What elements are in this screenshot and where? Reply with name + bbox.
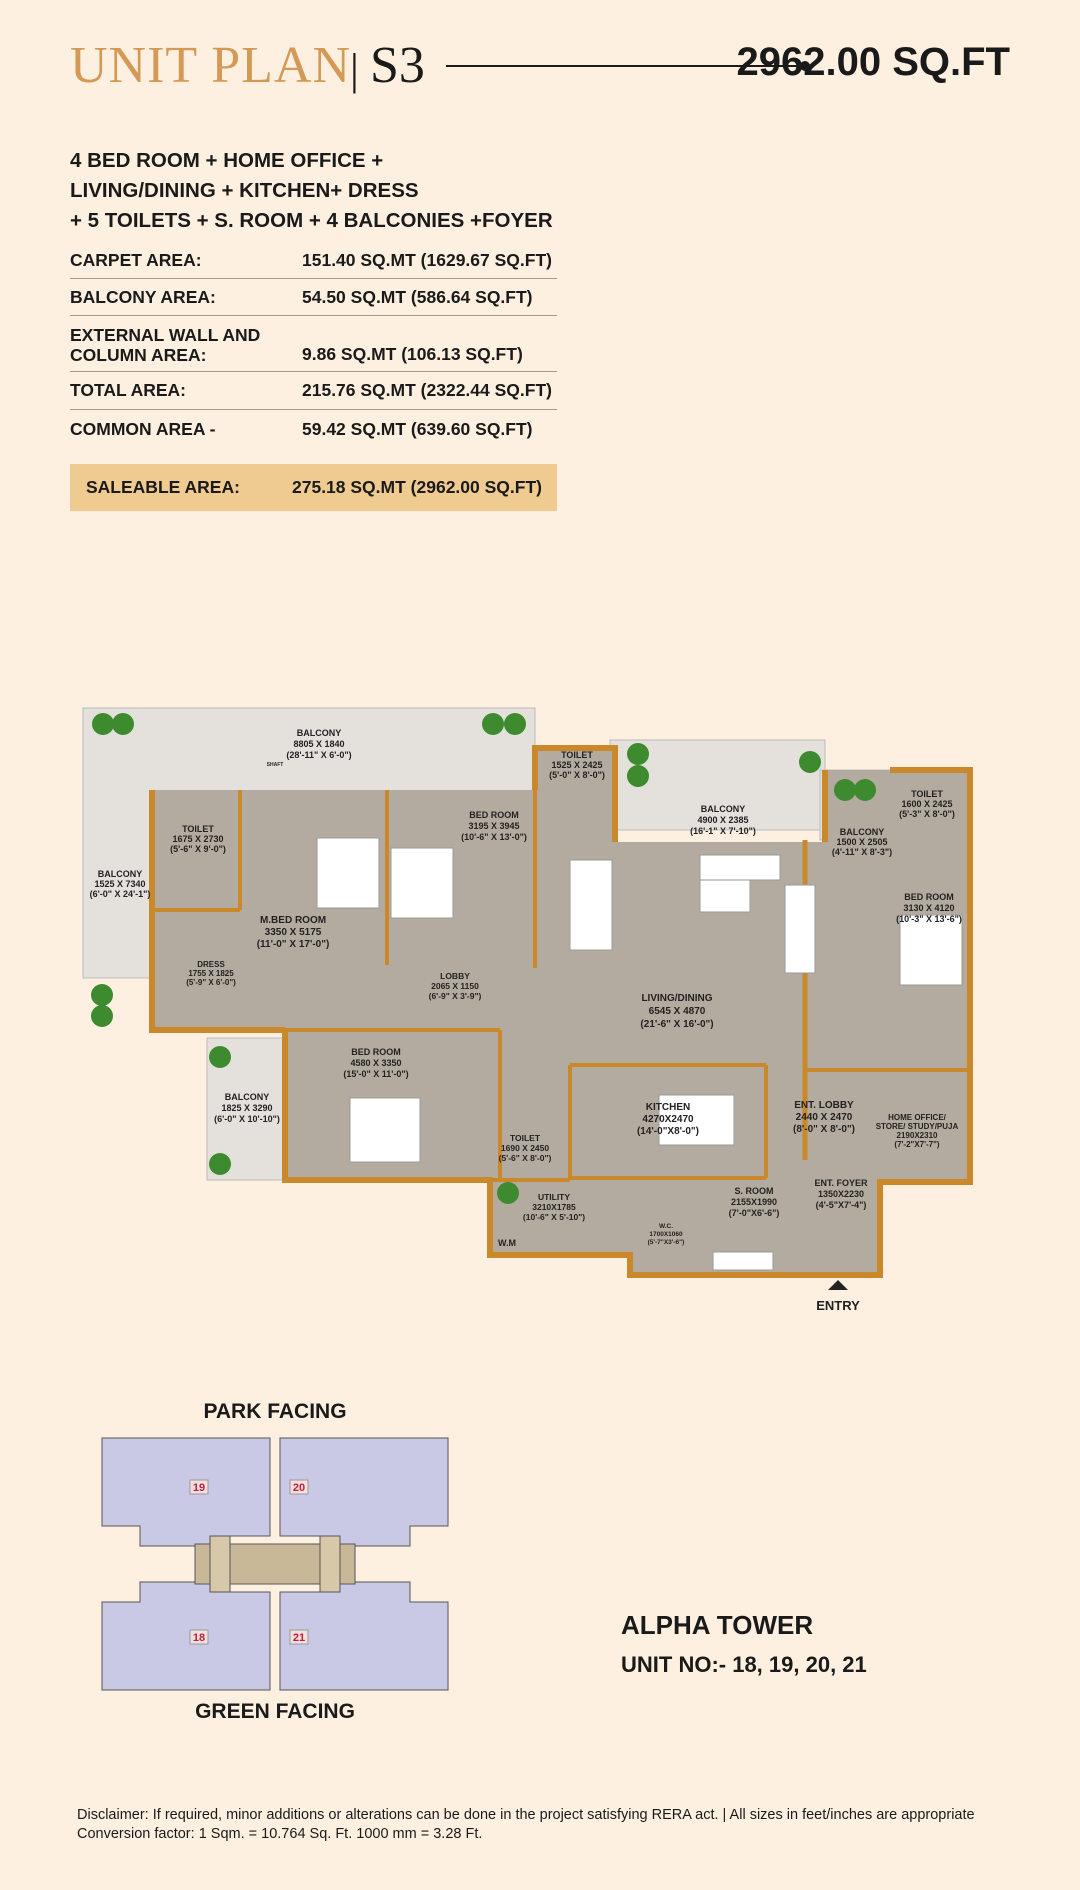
disclaimer-line: Disclaimer: If required, minor additions…	[77, 1807, 975, 1823]
area-label: EXTERNAL WALL AND COLUMN AREA:	[70, 325, 302, 365]
config-line: 4 BED ROOM + HOME OFFICE +	[70, 149, 384, 172]
key-plan-unit-numbers: 19 20 18 21	[189, 1479, 309, 1645]
park-facing-label: PARK FACING	[203, 1400, 347, 1423]
area-row-total: TOTAL AREA: 215.76 SQ.MT (2322.44 SQ.FT)	[70, 372, 557, 410]
tower-key-plan: 19 20 18 21	[101, 1437, 449, 1691]
outer-wall	[149, 790, 285, 1033]
green-facing-label: GREEN FACING	[195, 1700, 355, 1723]
area-label-line: EXTERNAL WALL AND	[70, 325, 261, 345]
unit-plan-title: UNIT PLAN	[70, 37, 352, 94]
saleable-value: 275.18 SQ.MT (2962.00 SQ.FT)	[292, 477, 542, 497]
key-plan-stair	[319, 1535, 341, 1593]
area-label: TOTAL AREA:	[70, 380, 187, 400]
key-plan-stair	[209, 1535, 231, 1593]
area-label: CARPET AREA:	[70, 249, 202, 270]
unit-configuration: 4 BED ROOM + HOME OFFICE + LIVING/DINING…	[70, 146, 560, 236]
area-value: 9.86 SQ.MT (106.13 SQ.FT)	[302, 344, 523, 364]
area-row-external: EXTERNAL WALL AND COLUMN AREA: 9.86 SQ.M…	[70, 316, 557, 372]
entry-arrow-icon	[828, 1280, 848, 1290]
disclaimer-line: Conversion factor: 1 Sqm. = 10.764 Sq. F…	[77, 1826, 483, 1842]
area-row-balcony: BALCONY AREA: 54.50 SQ.MT (586.64 SQ.FT)	[70, 279, 557, 316]
unit-number-19: 19	[193, 1482, 205, 1494]
saleable-label: SALEABLE AREA:	[86, 477, 240, 497]
area-label: BALCONY AREA:	[70, 286, 216, 307]
key-plan-units	[101, 1437, 449, 1691]
entry-label: ENTRY	[816, 1298, 860, 1313]
outer-wall	[282, 767, 973, 1278]
config-line: LIVING/DINING + KITCHEN+ DRESS	[70, 179, 419, 202]
area-label-line: COLUMN AREA:	[70, 345, 207, 365]
total-area-heading: 2962.00 SQ.FT	[736, 40, 1010, 84]
unit-number-21: 21	[293, 1632, 305, 1644]
area-row-common: COMMON AREA - 59.42 SQ.MT (639.60 SQ.FT)	[70, 410, 557, 448]
config-line: + 5 TOILETS + S. ROOM + 4 BALCONIES +FOY…	[70, 209, 553, 232]
page-header: UNIT PLAN | S3 2962.00 SQ.FT	[70, 36, 1010, 96]
landscaping	[91, 713, 876, 1204]
outer-wall	[532, 745, 618, 842]
shaft-label: SHAFT	[267, 762, 284, 768]
unit-code: S3	[370, 37, 425, 94]
furniture	[316, 837, 963, 1271]
area-row-carpet: CARPET AREA: 151.40 SQ.MT (1629.67 SQ.FT…	[70, 242, 557, 279]
area-table: CARPET AREA: 151.40 SQ.MT (1629.67 SQ.FT…	[70, 242, 557, 448]
area-value: 215.76 SQ.MT (2322.44 SQ.FT)	[302, 380, 552, 400]
title-separator: |	[350, 45, 359, 94]
header-rule-dot	[800, 61, 810, 71]
area-value: 59.42 SQ.MT (639.60 SQ.FT)	[302, 418, 533, 439]
area-value: 151.40 SQ.MT (1629.67 SQ.FT)	[302, 249, 552, 270]
header-rule	[446, 65, 804, 67]
interior-walls	[152, 790, 970, 1182]
unit-numbers: UNIT NO:- 18, 19, 20, 21	[621, 1652, 867, 1677]
disclaimer: Disclaimer: If required, minor additions…	[77, 1806, 1037, 1844]
unit-number-20: 20	[293, 1482, 305, 1494]
room-wc: W.C.1700X1060(5'-7"X3'-6")	[648, 1223, 685, 1246]
tower-name: ALPHA TOWER	[621, 1610, 814, 1640]
unit-number-18: 18	[193, 1632, 205, 1644]
area-value: 54.50 SQ.MT (586.64 SQ.FT)	[302, 286, 533, 307]
wm-label: W.M	[498, 1238, 516, 1248]
area-label: COMMON AREA -	[70, 418, 216, 439]
saleable-area-box: SALEABLE AREA: 275.18 SQ.MT (2962.00 SQ.…	[70, 464, 557, 511]
